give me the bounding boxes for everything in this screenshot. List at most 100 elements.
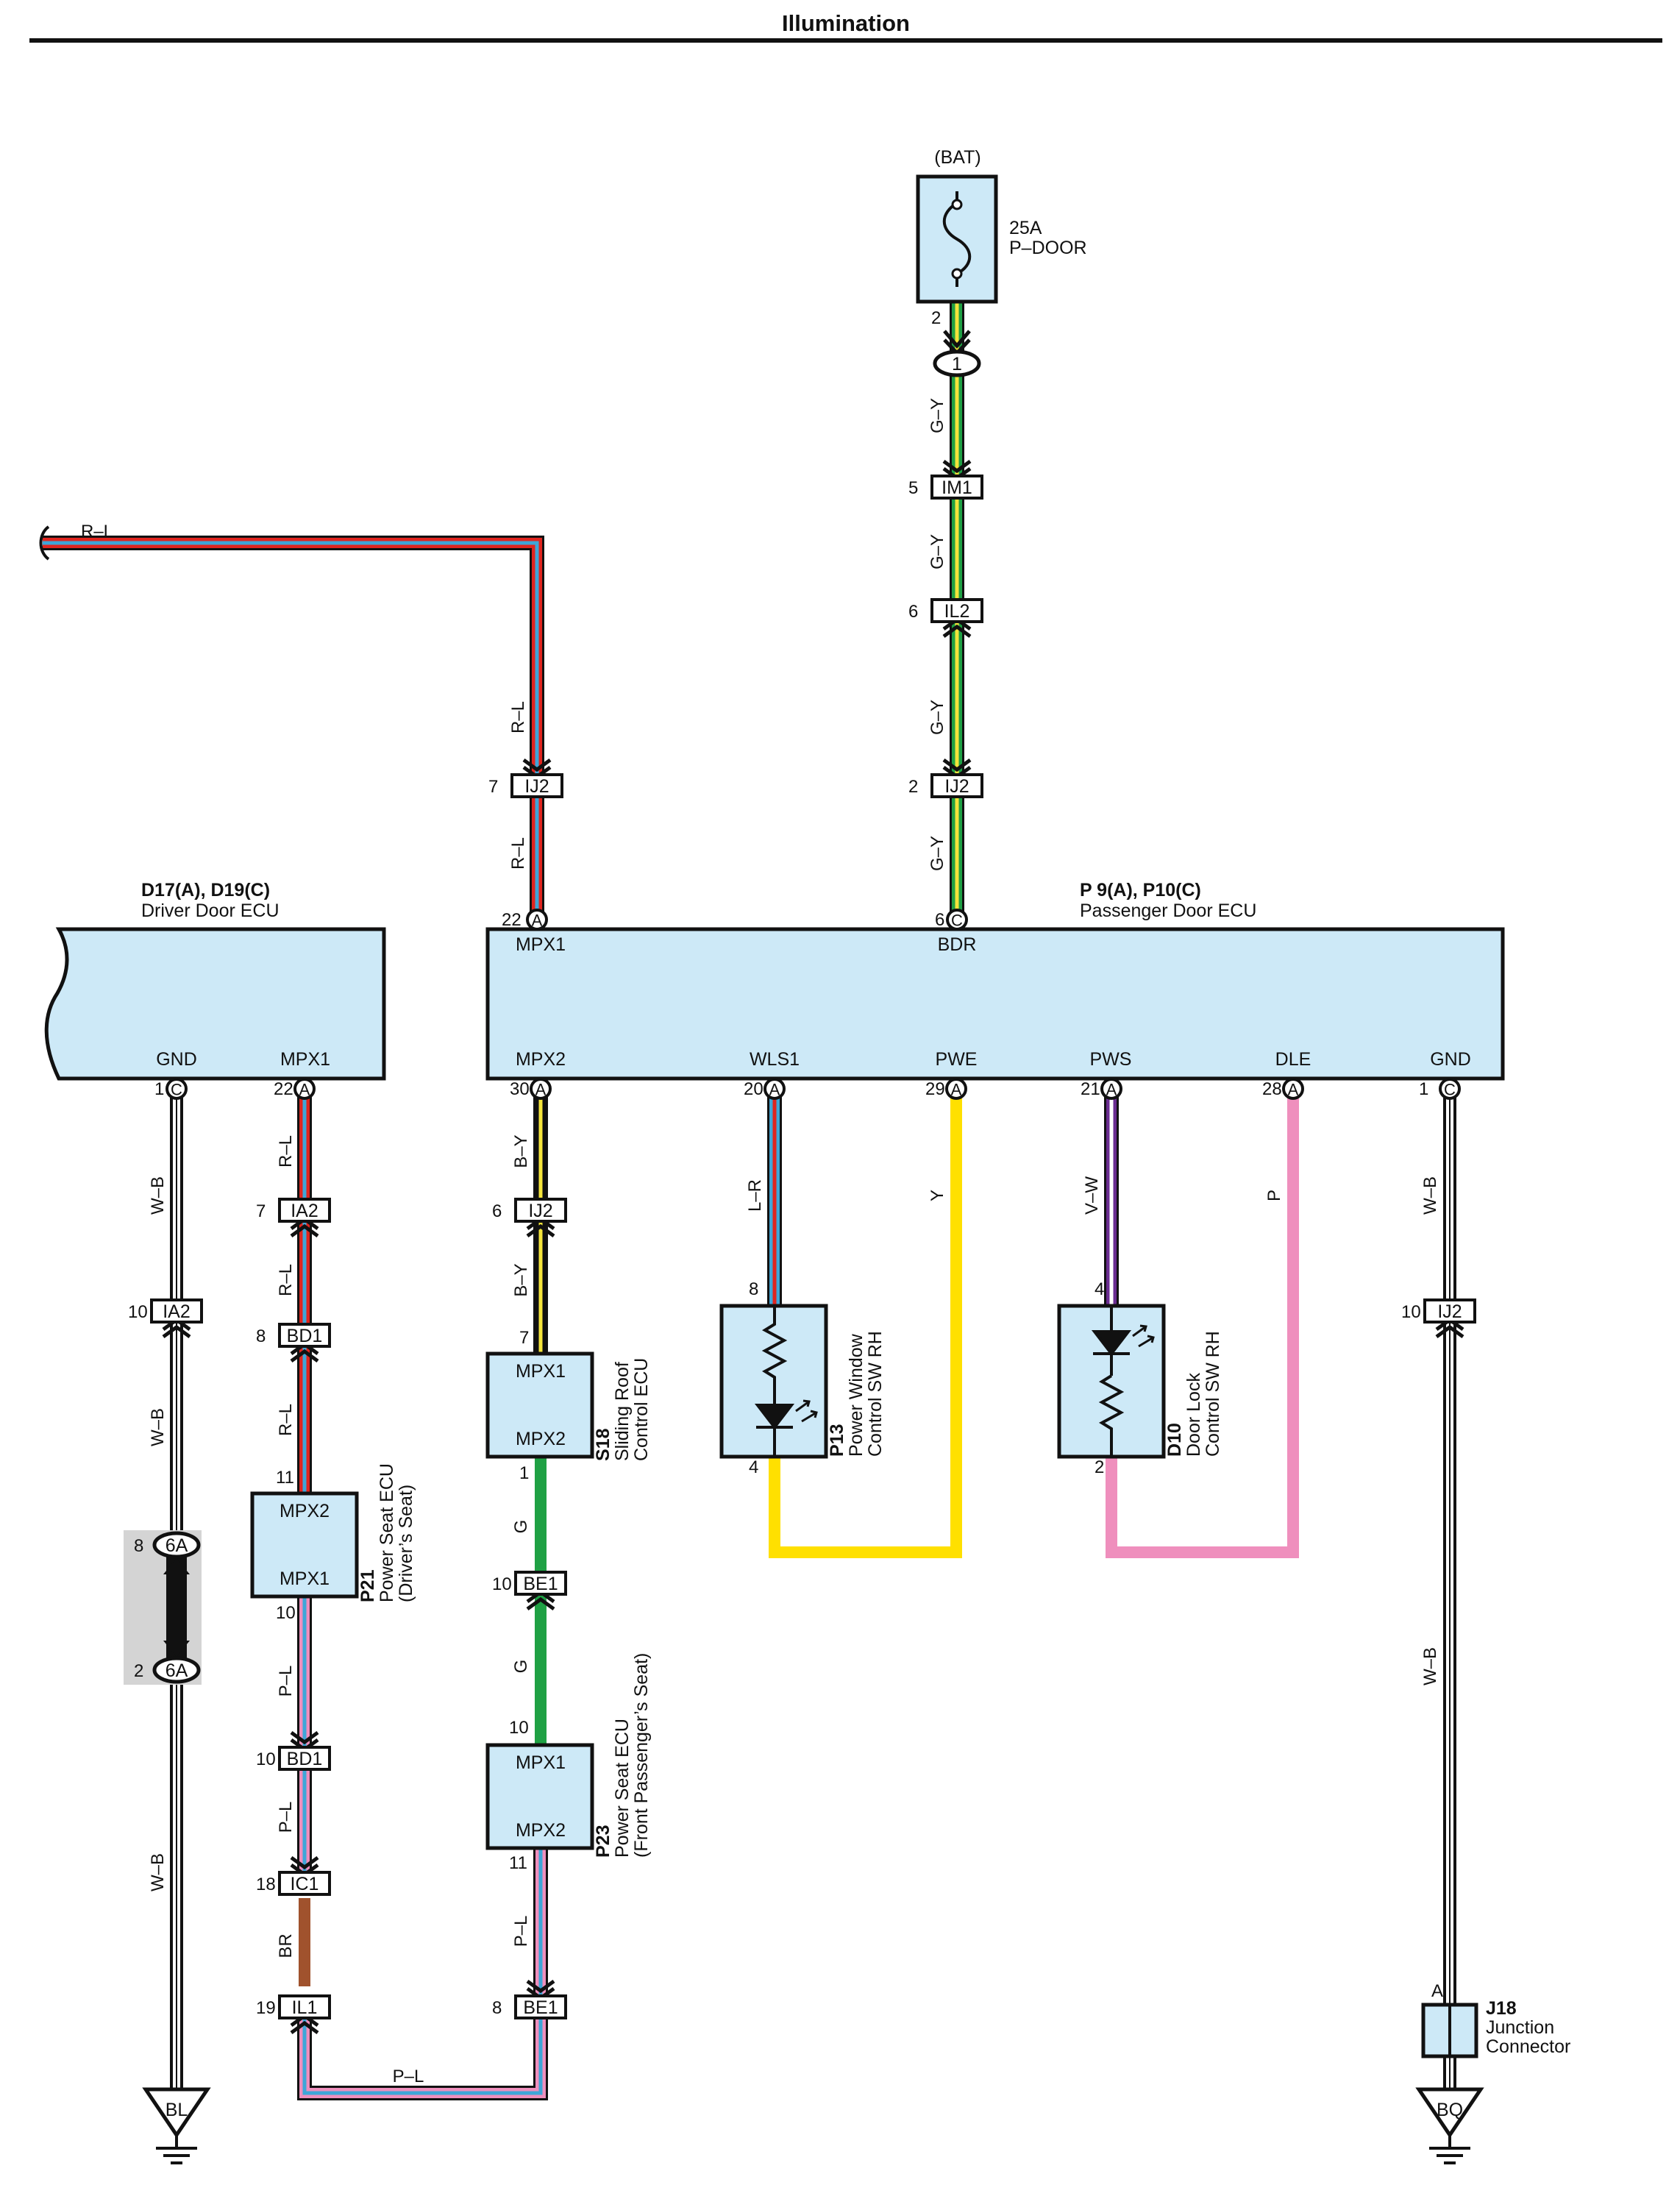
s18-line2: Control ECU bbox=[631, 1358, 652, 1461]
connector-ij2-left-pin: 7 bbox=[488, 777, 498, 797]
junction-6a-top-pin: 8 bbox=[134, 1536, 143, 1556]
p13-led-rays bbox=[795, 1399, 818, 1423]
wire-label-p: P bbox=[1264, 1190, 1284, 1201]
connector-bd1-b bbox=[278, 1746, 331, 1771]
p21-line1: Power Seat ECU bbox=[377, 1463, 397, 1602]
fuse-terminal-top bbox=[951, 199, 963, 210]
junction-6a-bottom-pin: 2 bbox=[134, 1661, 143, 1681]
pin-driver-mpx1-letter: A bbox=[299, 1081, 310, 1099]
s18-pin-top: 7 bbox=[519, 1328, 529, 1348]
connector-il1-label: IL1 bbox=[292, 1997, 318, 2018]
wire-label-r-l-2: R–L bbox=[508, 837, 528, 870]
passenger-ecu-name: Passenger Door ECU bbox=[1080, 900, 1256, 921]
pin-driver-mpx1-number: 22 bbox=[274, 1079, 293, 1099]
pin-passenger-pwe-letter: A bbox=[951, 1081, 962, 1099]
p23-mpx1: MPX1 bbox=[516, 1752, 566, 1773]
d10-line2: Control SW RH bbox=[1203, 1331, 1223, 1457]
passenger-wls1-label: WLS1 bbox=[750, 1049, 800, 1070]
fuse-terminal-bottom bbox=[951, 268, 963, 280]
wire-label-p-l-3: P–L bbox=[393, 2067, 424, 2086]
connector-im1-pin: 5 bbox=[908, 478, 918, 498]
s18-mpx1: MPX1 bbox=[516, 1361, 566, 1382]
connector-ia2-label: IA2 bbox=[291, 1201, 318, 1221]
passenger-ecu-box bbox=[485, 927, 1505, 1081]
fuse-pin: 2 bbox=[931, 308, 941, 328]
pin-passenger-gnd bbox=[1439, 1078, 1461, 1100]
p23-line2: (Front Passenger’s Seat) bbox=[631, 1653, 652, 1858]
p21-code: P21 bbox=[357, 1569, 378, 1602]
wire-label-r-l-5: R–L bbox=[276, 1404, 296, 1436]
connector-be1-a-pin: 10 bbox=[492, 1574, 512, 1594]
pin-passenger-mpx2-letter: A bbox=[535, 1081, 547, 1099]
wire-label-v-w: V–W bbox=[1082, 1176, 1102, 1215]
connector-ij2-mid bbox=[514, 1198, 567, 1223]
wire-label-y: Y bbox=[928, 1190, 947, 1201]
wire-label-r-l-top: R–L bbox=[81, 522, 113, 541]
passenger-ecu-code: P 9(A), P10(C) bbox=[1080, 880, 1201, 900]
p23-code: P23 bbox=[593, 1825, 613, 1858]
p21-mpx2: MPX2 bbox=[280, 1501, 330, 1521]
connector-ic1 bbox=[278, 1871, 331, 1896]
connector-ia2 bbox=[278, 1198, 331, 1223]
pin-passenger-pws bbox=[1100, 1078, 1122, 1100]
wire-label-b-y-1: B–Y bbox=[511, 1134, 531, 1168]
p13-code: P13 bbox=[827, 1424, 847, 1457]
pin-passenger-wls1 bbox=[764, 1078, 786, 1100]
wire-label-p-l-4: P–L bbox=[511, 1916, 531, 1947]
j18-code: J18 bbox=[1486, 1998, 1517, 2019]
driver-ecu-box bbox=[44, 927, 386, 1081]
p13-pin-top: 8 bbox=[749, 1279, 758, 1299]
wire-label-p-l-2: P–L bbox=[276, 1802, 296, 1833]
connector-im1-label: IM1 bbox=[942, 477, 972, 498]
connector-be1-b-label: BE1 bbox=[523, 1997, 558, 2018]
connector-ij2-mid-pin: 6 bbox=[492, 1201, 502, 1221]
wire-label-w-b-1: W–B bbox=[148, 1176, 168, 1215]
connector-bd1-b-pin: 10 bbox=[256, 1749, 276, 1769]
fuse-rating: 25A bbox=[1009, 218, 1042, 238]
j18-line1: Junction bbox=[1486, 2017, 1554, 2038]
passenger-bdr-label: BDR bbox=[938, 934, 977, 955]
wire-label-g-y-3: G–Y bbox=[928, 700, 947, 735]
s18-code: S18 bbox=[593, 1428, 613, 1461]
pin-passenger-dle bbox=[1282, 1078, 1304, 1100]
pin-passenger-gnd-number: 1 bbox=[1419, 1079, 1428, 1099]
wire-label-b-y-2: B–Y bbox=[511, 1263, 531, 1296]
driver-ecu-name: Driver Door ECU bbox=[141, 900, 280, 921]
pin-driver-gnd-number: 1 bbox=[154, 1079, 164, 1099]
fuse-symbol bbox=[942, 191, 972, 287]
s18-pin-bottom: 1 bbox=[519, 1463, 529, 1483]
ground-bl bbox=[142, 2087, 211, 2139]
connector-ij2-right-pin: 10 bbox=[1401, 1302, 1421, 1322]
wire-label-g-y-4: G–Y bbox=[928, 836, 947, 871]
d10-pin-bottom: 2 bbox=[1095, 1457, 1104, 1477]
passenger-mpx2-label: MPX2 bbox=[516, 1049, 566, 1070]
connector-ij2-left bbox=[510, 773, 563, 798]
d10-line1: Door Lock bbox=[1184, 1373, 1204, 1457]
s18-mpx2: MPX2 bbox=[516, 1429, 566, 1449]
connector-ij2-top bbox=[930, 773, 983, 798]
title-rule bbox=[29, 38, 1662, 43]
pin-passenger-mpx1-number: 22 bbox=[502, 910, 522, 930]
fuse-source-label: (BAT) bbox=[934, 147, 980, 168]
page-title: Illumination bbox=[782, 10, 910, 36]
ground-bl-label: BL bbox=[165, 2100, 188, 2120]
connector-il2 bbox=[930, 598, 983, 623]
p23-line1: Power Seat ECU bbox=[612, 1719, 633, 1858]
ground-bq bbox=[1415, 2087, 1484, 2139]
connector-ij2-mid-label: IJ2 bbox=[528, 1201, 552, 1221]
wire-r-l-main-outline bbox=[43, 536, 544, 920]
pin-passenger-mpx2-number: 30 bbox=[510, 1079, 530, 1099]
junction-6a-top bbox=[152, 1531, 201, 1559]
passenger-pws-label: PWS bbox=[1090, 1049, 1132, 1070]
wire-label-g-1: G bbox=[511, 1520, 531, 1534]
wire-label-w-b-4: W–B bbox=[1420, 1176, 1440, 1215]
wire-y bbox=[769, 1089, 962, 1558]
wire-label-w-b-5: W–B bbox=[1420, 1647, 1440, 1685]
connector-il2-label: IL2 bbox=[944, 601, 970, 622]
connector-il1-pin: 19 bbox=[256, 1998, 276, 2018]
connector-ij2-left-label: IJ2 bbox=[524, 776, 549, 797]
connector-im1 bbox=[930, 475, 983, 500]
p13-led-icon bbox=[754, 1404, 795, 1457]
